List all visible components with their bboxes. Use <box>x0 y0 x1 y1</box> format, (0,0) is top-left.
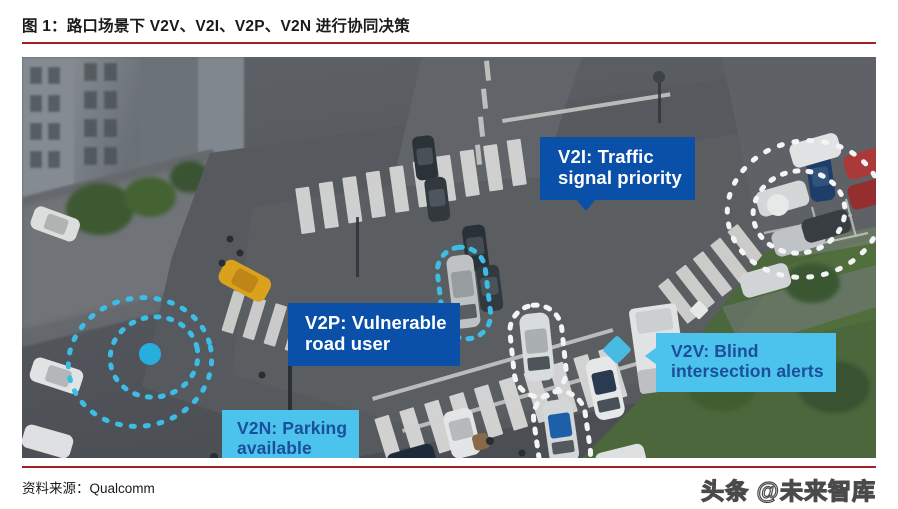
page-title: 图 1：路口场景下 V2V、V2I、V2P、V2N 进行协同决策 <box>22 18 410 35</box>
vehicles <box>22 133 876 458</box>
callout-v2n[interactable]: V2N: Parking available <box>222 410 360 458</box>
aerial-intersection-photo: V2I: Traffic signal priority V2P: Vulner… <box>22 57 876 458</box>
crosswalk-east <box>658 224 767 324</box>
pedestrians <box>210 235 526 458</box>
v2p-range-rings <box>65 295 215 429</box>
callout-v2i-tail-icon <box>576 198 596 211</box>
v2p-vehicle-outline <box>434 244 494 342</box>
truck-marker <box>689 300 709 320</box>
source-label: 资料来源：Qualcomm <box>22 481 155 496</box>
taxi <box>218 259 272 302</box>
v2v-vehicle-outline <box>530 388 594 458</box>
title-divider <box>22 42 876 44</box>
footer-divider <box>22 466 876 468</box>
vehicle-v2v-target <box>542 398 580 458</box>
vehicle-v2p-target <box>446 254 481 329</box>
v2i-signal-dot <box>767 194 789 216</box>
callout-v2v-tail-icon <box>645 347 657 365</box>
watermark: 头条 @未来智库 <box>701 477 876 504</box>
vehicle-white-target <box>519 312 555 382</box>
callout-v2p[interactable]: V2P: Vulnerable road user <box>288 303 460 366</box>
v2i-range-rings <box>724 138 876 280</box>
callout-v2v[interactable]: V2V: Blind intersection alerts <box>645 333 836 392</box>
vehicle-v2v-source <box>585 356 625 420</box>
street-fixtures <box>288 71 665 453</box>
callout-v2i[interactable]: V2I: Traffic signal priority <box>540 137 695 211</box>
photo-canvas <box>22 57 876 458</box>
lane-markings-vertical <box>474 60 492 165</box>
v2p-pedestrian-dot <box>139 343 161 365</box>
buildings-block <box>22 57 244 207</box>
v2v-diamond-marker <box>603 336 631 364</box>
